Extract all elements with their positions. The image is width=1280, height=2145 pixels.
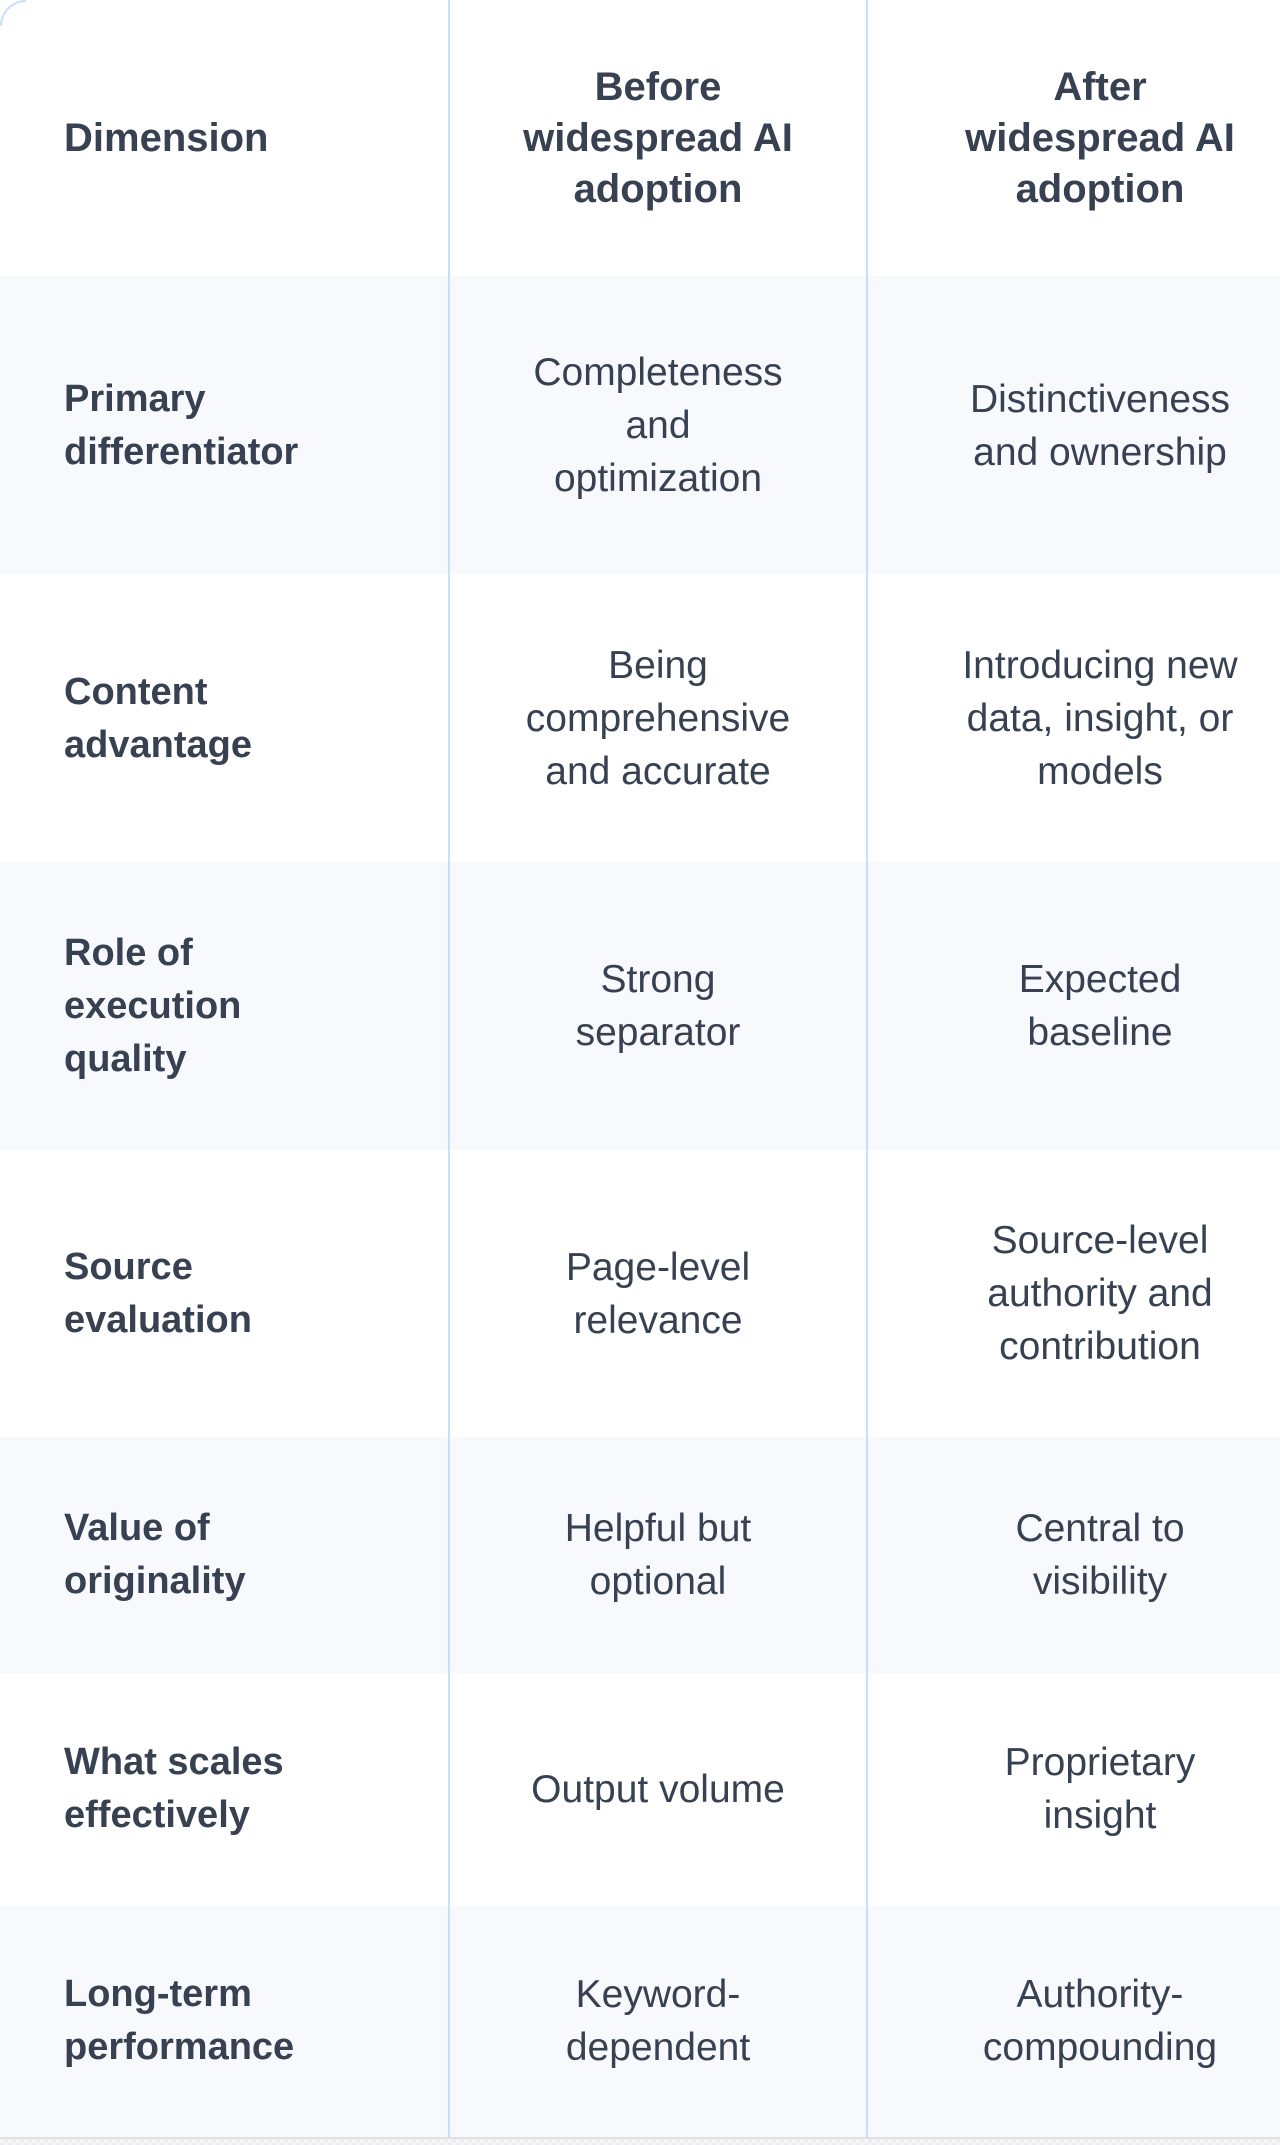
cell-dimension: Primary differentiator	[64, 377, 299, 473]
table-row: What scales effectively Output volume Pr…	[0, 1673, 1280, 1905]
cell-before: Being comprehensive and accurate	[448, 575, 866, 862]
table-header-row: Dimension Before widespread AI adoption …	[0, 0, 1280, 276]
column-header-before-ai: Before widespread AI adoption	[448, 0, 866, 276]
table-row: Value of originality Helpful but optiona…	[0, 1437, 1280, 1673]
cell-dimension: Source evaluation	[64, 1245, 252, 1341]
cell-before: Completeness and optimization	[448, 276, 866, 575]
column-header-after-ai: After widespread AI adoption	[866, 0, 1280, 276]
table-row: Source evaluation Page-level relevance S…	[0, 1150, 1280, 1437]
cell-after: Authority- compounding	[866, 1905, 1280, 2137]
table-row: Primary differentiator Completeness and …	[0, 276, 1280, 575]
cell-after: Distinctiveness and ownership	[866, 276, 1280, 575]
cell-after: Central to visibility	[866, 1437, 1280, 1673]
cell-after: Proprietary insight	[866, 1673, 1280, 1905]
cell-before: Strong separator	[448, 862, 866, 1150]
cell-after: Introducing new data, insight, or models	[866, 575, 1280, 862]
cell-before: Keyword- dependent	[448, 1905, 866, 2137]
cell-after: Source-level authority and contribution	[866, 1150, 1280, 1437]
page-bottom-edge	[0, 2137, 1280, 2145]
table-row: Long-term performance Keyword- dependent…	[0, 1905, 1280, 2137]
cell-dimension: Value of originality	[64, 1507, 246, 1602]
cell-dimension: Long-term performance	[64, 1973, 295, 2068]
cell-dimension: Role of execution quality	[64, 931, 242, 1080]
cell-before: Helpful but optional	[448, 1437, 866, 1673]
cell-before: Page-level relevance	[448, 1150, 866, 1437]
cell-dimension: What scales effectively	[64, 1741, 284, 1836]
cell-before: Output volume	[448, 1673, 866, 1905]
cell-dimension: Content advantage	[64, 670, 252, 766]
table-row: Role of execution quality Strong separat…	[0, 862, 1280, 1150]
table-row: Content advantage Being comprehensive an…	[0, 575, 1280, 862]
column-header-dimension: Dimension	[64, 115, 269, 160]
cell-after: Expected baseline	[866, 862, 1280, 1150]
